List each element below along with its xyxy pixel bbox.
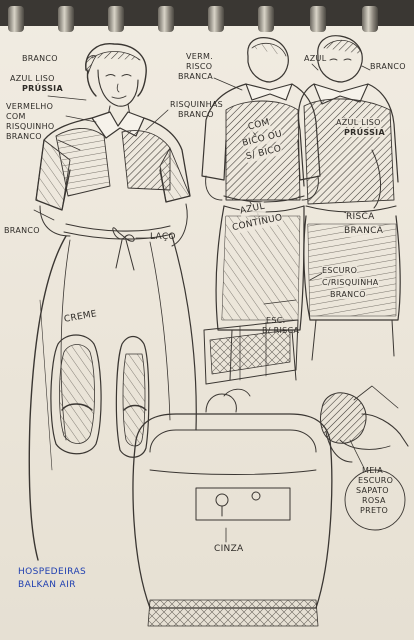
label-esc-1: ESC. <box>266 316 286 325</box>
label-esquema-3: BRANCO <box>330 290 366 299</box>
binding-ring <box>258 6 274 32</box>
label-risca-1: RISCA <box>346 212 375 223</box>
label-risca-2: BRANCA <box>344 226 384 237</box>
figure-right <box>297 35 401 361</box>
label-meia-3: SAPATO <box>356 486 389 495</box>
window-frames <box>50 334 150 458</box>
caption-line-1: HOSPEDEIRAS <box>18 567 87 577</box>
label-verm: VERM. <box>186 52 214 61</box>
label-branco-low: BRANCO <box>4 226 40 235</box>
label-cinza: CINZA <box>214 544 244 554</box>
label-branco-risquinhas: BRANCO <box>178 110 214 119</box>
binding-ring <box>310 6 326 32</box>
label-meia-2: ESCURO <box>358 476 394 485</box>
label-com: COM <box>6 112 26 121</box>
label-esc-2: B/ RISCA <box>262 326 300 335</box>
caption: HOSPEDEIRAS BALKAN AIR <box>18 566 86 592</box>
label-branco-top: BRANCO <box>22 54 58 63</box>
binding-ring <box>208 6 224 32</box>
label-azul-liso-right: AZUL LISO <box>336 118 381 127</box>
label-prussia-left: PRÚSSIA <box>22 84 63 93</box>
label-esquema-2: C/RISQUINHA <box>322 278 379 287</box>
binding-ring <box>108 6 124 32</box>
label-branco-left: BRANCO <box>6 132 42 141</box>
label-azul-liso: AZUL LISO <box>10 74 55 83</box>
cabin-windows <box>203 319 299 385</box>
label-laco: LAÇO <box>150 232 176 242</box>
label-risquinhas: RISQUINHAS <box>170 100 224 109</box>
binding-ring <box>158 6 174 32</box>
binding-ring <box>8 6 24 32</box>
caption-line-2: BALKAN AIR <box>18 580 76 590</box>
label-esquema-1: ESCURO <box>322 266 358 275</box>
seat-back <box>132 388 333 627</box>
label-risquinho: RISQUINHO <box>6 122 55 131</box>
label-branco-top-right: BRANCO <box>370 62 406 71</box>
label-meia-5: PRETO <box>360 506 389 515</box>
label-branca-verm: BRANCA <box>178 72 214 81</box>
spiral-binding <box>0 0 414 32</box>
label-azul-top: AZUL <box>304 54 327 63</box>
binding-ring <box>58 6 74 32</box>
figure-center <box>201 37 321 381</box>
label-meia-4: ROSA <box>362 496 386 505</box>
label-risco: RISCO <box>186 62 213 71</box>
shoe-detail <box>320 385 409 531</box>
label-meia-1: MEIA <box>362 466 383 475</box>
label-vermelho: VERMELHO <box>6 102 54 111</box>
label-prussia-right: PRÚSSIA <box>344 128 385 137</box>
binding-ring <box>362 6 378 32</box>
